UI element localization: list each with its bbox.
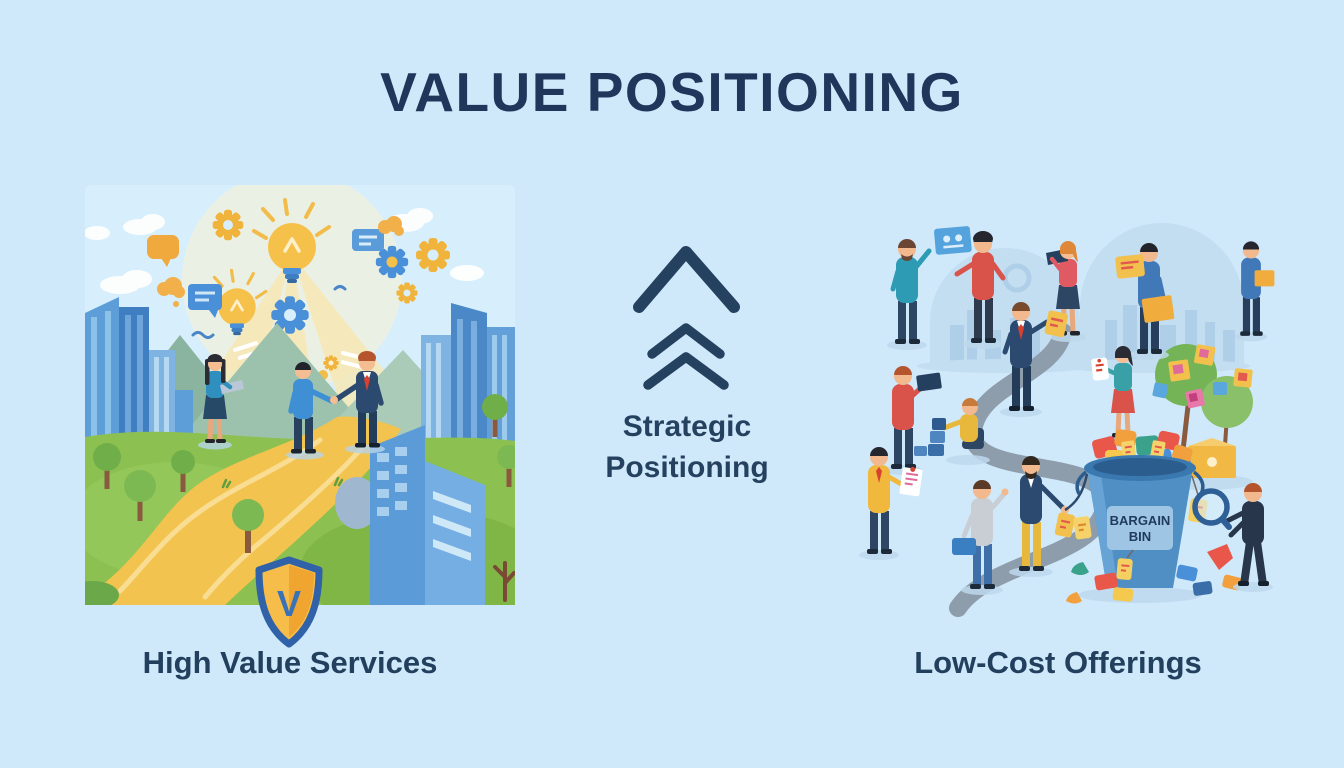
trees (85, 394, 515, 605)
price-tag-icon (1115, 254, 1145, 279)
briefcase-icon (952, 538, 976, 555)
scattered-items (1066, 544, 1242, 604)
bare-tree (493, 561, 515, 602)
low-cost-illustration: BARGAIN BIN (855, 210, 1295, 620)
city-buildings-lower (335, 425, 485, 605)
speech-bubble-icons (147, 216, 404, 390)
high-value-illustration (85, 185, 515, 605)
person-red-shirt (954, 231, 1006, 349)
center-label: Strategic Positioning (599, 406, 775, 489)
price-tag-icon (1116, 558, 1133, 580)
clipboard-icon (899, 466, 923, 497)
price-tag-icon (1044, 310, 1069, 338)
center-label-line2: Positioning (605, 451, 769, 485)
center-label-line1: Strategic (622, 410, 752, 443)
woman-with-laptop (1046, 241, 1086, 342)
person-presenting-card (887, 226, 972, 350)
handshake (286, 351, 385, 460)
right-caption: Low-Cost Offerings (914, 645, 1202, 680)
person-with-price-tag (1115, 243, 1175, 360)
page-title: VALUE POSITIONING (380, 61, 964, 123)
price-tag-icon (1073, 516, 1092, 540)
businesswoman-with-laptop (198, 354, 244, 450)
left-caption: High Value Services (142, 645, 438, 680)
businessman-suit (330, 351, 385, 454)
person-with-briefcase (952, 480, 1009, 595)
blue-card (934, 226, 972, 255)
magnifier-icon (1192, 488, 1232, 530)
low-cost-scene-svg: BARGAIN BIN (859, 223, 1275, 617)
vendor-with-tags (1009, 456, 1092, 577)
businessman-blue-shirt (286, 362, 335, 460)
bin-handle-rope (1064, 473, 1089, 512)
price-tag-icon (1091, 357, 1109, 381)
blue-blocks (914, 418, 946, 456)
bin-label-line2: BIN (1129, 529, 1151, 544)
price-tag-icon (1054, 512, 1076, 538)
double-chevron-up-icon (633, 246, 740, 390)
person-with-clipboard (859, 447, 923, 560)
person-stacking-blocks (914, 398, 990, 465)
person-with-magnifier (1192, 483, 1273, 592)
strategic-positioning-block: Strategic Positioning (599, 240, 775, 489)
shield-v-icon: V (250, 556, 328, 648)
gear-icons (212, 209, 450, 371)
shield-letter: V (277, 583, 301, 624)
high-value-scene-svg (85, 185, 515, 605)
person-with-box (1234, 241, 1275, 342)
bin-label-line1: BARGAIN (1110, 513, 1171, 528)
businessman-holding-tag (1000, 302, 1069, 417)
bargain-bin-icon: BARGAIN BIN (1075, 429, 1208, 603)
price-tag-icons (1152, 344, 1253, 409)
